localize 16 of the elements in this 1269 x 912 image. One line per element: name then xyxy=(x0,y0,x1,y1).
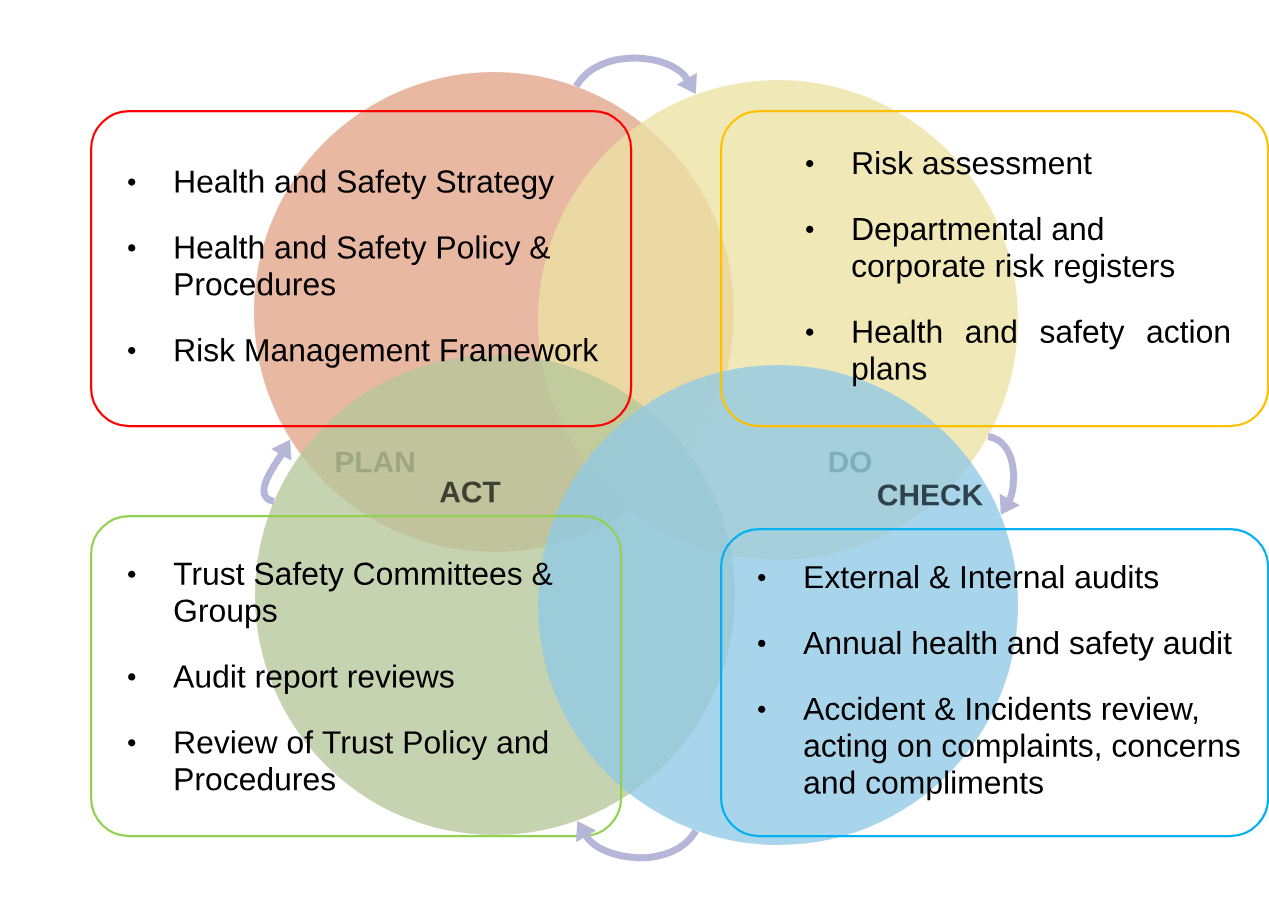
list-item: Trust Safety Committees & Groups xyxy=(128,561,553,629)
list-item: Departmental and corporate risk registers xyxy=(806,216,1175,284)
text-box xyxy=(720,110,1269,428)
list-item: Accident & Incidents review, acting on complaints, concerns and compliments xyxy=(758,696,1240,801)
list-item: External & Internal audits xyxy=(758,565,1159,589)
list-item: Risk assessment xyxy=(806,151,1092,175)
text-box xyxy=(720,528,1269,838)
list-item: Health and Safety Policy & Procedures xyxy=(128,235,550,296)
list-item: Risk Management Framework xyxy=(128,338,599,368)
list-item: Health and Safety Strategy xyxy=(128,169,554,200)
list-item: Health and safety action plans xyxy=(806,319,1229,387)
text-box xyxy=(90,515,623,838)
list-item: Annual health and safety audit xyxy=(758,630,1232,661)
list-item: Review of Trust Policy and Procedures xyxy=(128,730,548,791)
list-item: Audit report reviews xyxy=(128,664,454,695)
text-box xyxy=(90,110,633,428)
